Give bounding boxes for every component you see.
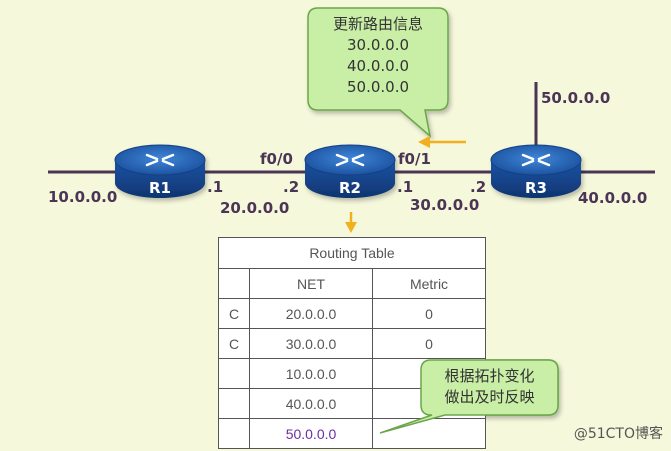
router-arrows-icon — [335, 153, 365, 167]
network-label-30: 30.0.0.0 — [410, 196, 480, 214]
callout-bottom-line: 做出及时反映 — [444, 388, 535, 406]
callout-bubble-top — [307, 7, 449, 138]
table-row: 50.0.0.0 — [218, 418, 486, 449]
network-label-10: 10.0.0.0 — [48, 188, 118, 206]
network-label-20: 20.0.0.0 — [220, 199, 290, 217]
row-net: 10.0.0.0 — [249, 358, 373, 389]
port-label-r2-left: .2 — [283, 178, 300, 196]
network-label-40: 40.0.0.0 — [578, 189, 648, 207]
table-row: C 20.0.0.0 0 — [218, 298, 486, 329]
router-r3 — [490, 144, 582, 198]
row-metric: 0 — [372, 328, 486, 359]
row-flag — [218, 358, 250, 389]
row-flag: C — [218, 328, 250, 359]
row-net: 50.0.0.0 — [249, 418, 373, 449]
interface-label-f0-0: f0/0 — [260, 150, 293, 168]
port-label-r3: .2 — [470, 178, 487, 196]
row-net: 20.0.0.0 — [249, 298, 373, 329]
row-flag — [218, 388, 250, 419]
router-r1 — [114, 144, 206, 198]
row-net: 40.0.0.0 — [249, 388, 373, 419]
network-label-50: 50.0.0.0 — [541, 89, 611, 107]
row-flag — [218, 418, 250, 449]
router-label-r3: R3 — [525, 179, 547, 197]
table-arrow-icon — [345, 212, 357, 233]
watermark: @51CTO博客 — [573, 426, 663, 442]
header-flag — [218, 268, 250, 299]
port-label-r2-right: .1 — [397, 178, 414, 196]
header-net: NET — [249, 268, 373, 299]
header-metric: Metric — [372, 268, 486, 299]
routing-table-title: Routing Table — [218, 237, 486, 269]
routing-table-header: NET Metric — [218, 268, 486, 299]
router-r2 — [304, 144, 396, 198]
callout-top-text: 更新路由信息 30.0.0.0 40.0.0.0 50.0.0.0 — [308, 14, 448, 98]
table-row: C 30.0.0.0 0 — [218, 328, 486, 359]
router-label-r1: R1 — [149, 179, 171, 197]
router-arrows-icon — [145, 153, 175, 167]
port-label-r1: .1 — [207, 178, 224, 196]
router-label-r2: R2 — [339, 179, 361, 197]
callout-bottom-line: 根据拓扑变化 — [444, 367, 535, 385]
router-arrows-icon — [521, 153, 551, 167]
row-metric: 0 — [372, 298, 486, 329]
callout-top-title: 更新路由信息 — [332, 15, 423, 33]
row-metric — [372, 418, 486, 449]
routing-table: Routing Table NET Metric C 20.0.0.0 0 C … — [218, 237, 486, 449]
interface-label-f0-1: f0/1 — [398, 150, 431, 168]
callout-top-line: 40.0.0.0 — [346, 57, 410, 75]
row-net: 30.0.0.0 — [249, 328, 373, 359]
callout-bottom-text: 根据拓扑变化 做出及时反映 — [421, 366, 558, 408]
update-arrow-icon — [418, 136, 466, 148]
row-flag: C — [218, 298, 250, 329]
callout-top-line: 50.0.0.0 — [346, 78, 410, 96]
callout-top-line: 30.0.0.0 — [346, 36, 410, 54]
